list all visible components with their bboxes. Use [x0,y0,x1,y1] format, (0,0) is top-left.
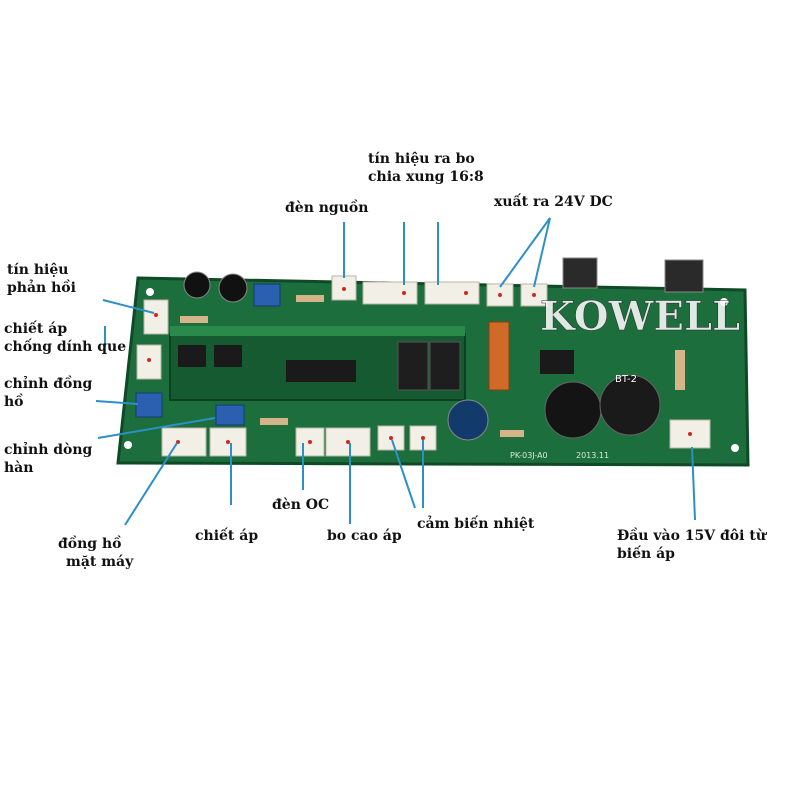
mounting-holes [124,288,739,452]
capacitor [544,381,602,439]
silkscreen-date: 2013.11 [576,451,609,460]
connector [161,427,207,457]
daughter-board-edge [170,326,465,336]
connector [362,281,418,305]
label-den-nguon: đèn nguồn [285,200,369,216]
label-cam-bien-nhiet: cảm biến nhiệt [417,516,535,532]
capacitors: BT-2 [183,271,661,441]
connector [136,344,162,380]
capacitor [447,399,489,441]
capacitor-label: BT-2 [615,374,637,385]
label-chinh-dong-han: chỉnh dòng hàn [4,442,93,476]
watermark: KOWELL [540,293,740,340]
film-capacitor [488,321,510,391]
label-den-oc: đèn OC [272,497,330,513]
resistors [180,295,685,437]
capacitor-bt2 [599,374,661,436]
potentiometers [135,283,281,426]
silkscreen-model: PK-03J-A0 [510,451,548,460]
capacitor [218,273,248,303]
pcb-board: BT-2 [116,257,750,467]
heatsink-transistors [562,257,704,293]
connector [424,281,480,305]
ic-chips [178,345,574,382]
label-bo-cao-ap: bo cao áp [327,528,402,544]
leader-lines [95,217,696,526]
label-chiet-ap: chiết áp [195,528,259,544]
relay-blocks [397,341,461,391]
label-xuat-ra-24v: xuất ra 24V DC [494,194,613,210]
capacitor [183,271,211,299]
connector-pins [147,287,692,444]
